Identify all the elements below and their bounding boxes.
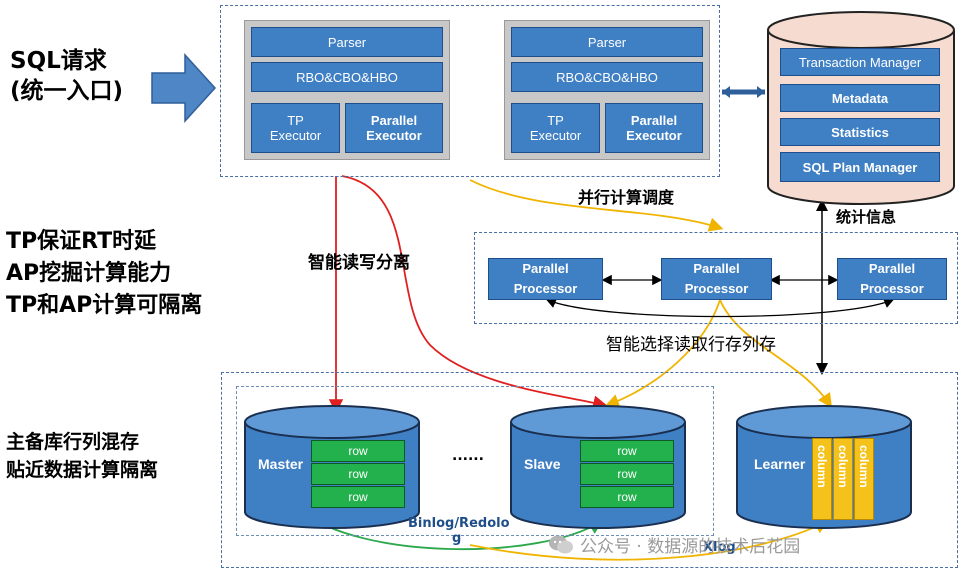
parallel-processor-3: Parallel Processor bbox=[837, 258, 947, 300]
compute-layer-frame bbox=[220, 5, 720, 177]
red-arrow-to-slave bbox=[341, 175, 608, 410]
master-label: Master bbox=[258, 456, 304, 472]
sql-request-label: SQL请求 (统一入口) bbox=[10, 48, 124, 104]
parser-box: Parser bbox=[251, 27, 443, 57]
slave-row-1: row bbox=[580, 440, 674, 462]
compute-node-1: Parser RBO&CBO&HBO TP Executor Parallel … bbox=[244, 20, 450, 160]
parser-box: Parser bbox=[511, 27, 703, 57]
parallel-executor-box: Parallel Executor bbox=[605, 103, 703, 153]
tp-executor-box: TP Executor bbox=[251, 103, 340, 153]
watermark: 公众号 · 数据源的技术后花园 bbox=[548, 532, 800, 557]
sql-input-arrow bbox=[151, 53, 217, 123]
learner-column-2: column bbox=[833, 438, 853, 520]
yellow-arrow-to-slave bbox=[604, 299, 721, 408]
metadata-box: Metadata bbox=[780, 84, 940, 112]
master-slave-group-frame bbox=[236, 386, 714, 536]
wechat-icon bbox=[548, 534, 574, 556]
smart-select-label: 智能选择读取行存列存 bbox=[606, 335, 776, 355]
storage-goal-label: 主备库行列混存 贴近数据计算隔离 bbox=[6, 431, 159, 481]
binlog-label: Binlog/Redolo g bbox=[408, 516, 510, 546]
learner-column-1: column bbox=[812, 438, 832, 520]
tp-ap-goals-label: TP保证RT时延 AP挖掘计算能力 TP和AP计算可隔离 bbox=[6, 229, 203, 318]
parallel-processor-1: Parallel Processor bbox=[488, 258, 603, 300]
learner-label: Learner bbox=[754, 456, 806, 472]
parallel-processor-frame bbox=[474, 232, 958, 324]
optimizer-box: RBO&CBO&HBO bbox=[251, 62, 443, 92]
optimizer-box: RBO&CBO&HBO bbox=[511, 62, 703, 92]
compute-node-2: Parser RBO&CBO&HBO TP Executor Parallel … bbox=[504, 20, 710, 160]
storage-layer-frame bbox=[221, 372, 958, 568]
master-row-2: row bbox=[311, 463, 405, 485]
yellow-xlog-arrow bbox=[469, 520, 830, 561]
parallel-processor-2: Parallel Processor bbox=[661, 258, 772, 300]
yellow-arrow-schedule bbox=[469, 179, 724, 232]
transaction-manager-box: Transaction Manager bbox=[780, 48, 940, 76]
parallel-scheduling-label: 并行计算调度 bbox=[578, 188, 675, 207]
master-row-3: row bbox=[311, 486, 405, 508]
ellipsis-label: ...... bbox=[452, 448, 484, 464]
watermark-text: 公众号 · 数据源的技术后花园 bbox=[580, 537, 801, 557]
slave-row-2: row bbox=[580, 463, 674, 485]
slave-label: Slave bbox=[524, 456, 561, 472]
parallel-executor-box: Parallel Executor bbox=[345, 103, 443, 153]
statistics-box: Statistics bbox=[780, 118, 940, 146]
smart-rw-split-label: 智能读写分离 bbox=[308, 253, 410, 273]
sql-plan-manager-box: SQL Plan Manager bbox=[780, 152, 940, 182]
xlog-label: Xlog bbox=[703, 540, 736, 555]
slave-row-3: row bbox=[580, 486, 674, 508]
yellow-arrow-to-learner bbox=[719, 299, 832, 408]
master-row-1: row bbox=[311, 440, 405, 462]
tp-executor-box: TP Executor bbox=[511, 103, 600, 153]
learner-column-3: column bbox=[854, 438, 874, 520]
statistics-info-label: 统计信息 bbox=[836, 208, 897, 226]
